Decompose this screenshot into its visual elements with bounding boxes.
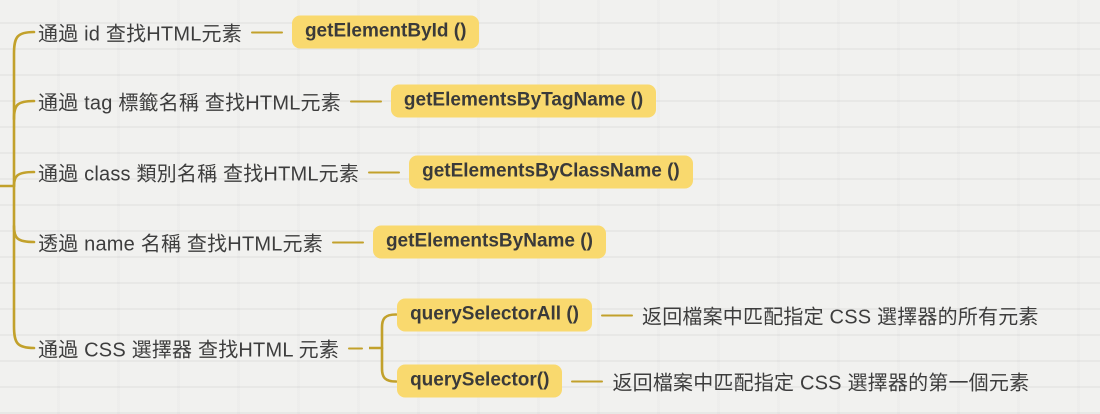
method-topic[interactable]: getElementsByClassName (): [409, 155, 693, 189]
branch-row: 通過 class 類別名稱 查找HTML元素 getElementsByClas…: [38, 155, 693, 189]
connector-line: [250, 31, 283, 33]
connector-line: [368, 171, 401, 173]
description-label[interactable]: 返回檔案中匹配指定 CSS 選擇器的第一個元素: [612, 372, 1030, 395]
branch-4-elbow: [12, 224, 36, 244]
branch-row: 通過 tag 標籤名稱 查找HTML元素 getElementsByTagNam…: [38, 84, 657, 118]
branch-3-elbow: [12, 170, 36, 188]
method-topic[interactable]: getElementsByTagName (): [390, 84, 657, 118]
branch-2-elbow: [12, 99, 36, 121]
sub-branches: querySelectorAll () 返回檔案中匹配指定 CSS 選擇器的所有…: [397, 298, 1039, 398]
trunk-connector: [0, 30, 36, 350]
branch-label[interactable]: 通過 class 類別名稱 查找HTML元素: [38, 163, 360, 186]
description-label[interactable]: 返回檔案中匹配指定 CSS 選擇器的所有元素: [642, 306, 1039, 329]
branch-row: 透過 name 名稱 查找HTML元素 getElementsByName (): [38, 225, 606, 259]
branch-label[interactable]: 通過 tag 標籤名稱 查找HTML元素: [38, 92, 341, 115]
branch-row: 通過 CSS 選擇器 查找HTML 元素 querySelectorAll ()…: [38, 298, 1039, 399]
fork-branch-line: [380, 313, 398, 383]
connector-line: [331, 241, 364, 243]
trunk-line: [12, 30, 36, 350]
method-topic[interactable]: querySelectorAll (): [397, 298, 592, 332]
fork-connector: [369, 313, 398, 383]
method-topic[interactable]: getElementById (): [291, 15, 480, 49]
method-topic[interactable]: querySelector(): [397, 364, 563, 398]
branch-label[interactable]: 通過 id 查找HTML元素: [38, 23, 242, 46]
method-topic[interactable]: getElementsByName (): [372, 225, 606, 259]
sub-branch-row: querySelectorAll () 返回檔案中匹配指定 CSS 選擇器的所有…: [397, 298, 1039, 332]
branch-row: 通過 id 查找HTML元素 getElementById (): [38, 15, 480, 49]
branch-label[interactable]: 透過 name 名稱 查找HTML元素: [38, 233, 323, 256]
connector-line: [349, 100, 382, 102]
connector-line: [601, 314, 633, 316]
branch-label[interactable]: 通過 CSS 選擇器 查找HTML 元素: [38, 339, 340, 362]
connector-line: [571, 380, 604, 382]
sub-branch-row: querySelector() 返回檔案中匹配指定 CSS 選擇器的第一個元素: [397, 364, 1039, 398]
connector-line: [348, 347, 364, 349]
